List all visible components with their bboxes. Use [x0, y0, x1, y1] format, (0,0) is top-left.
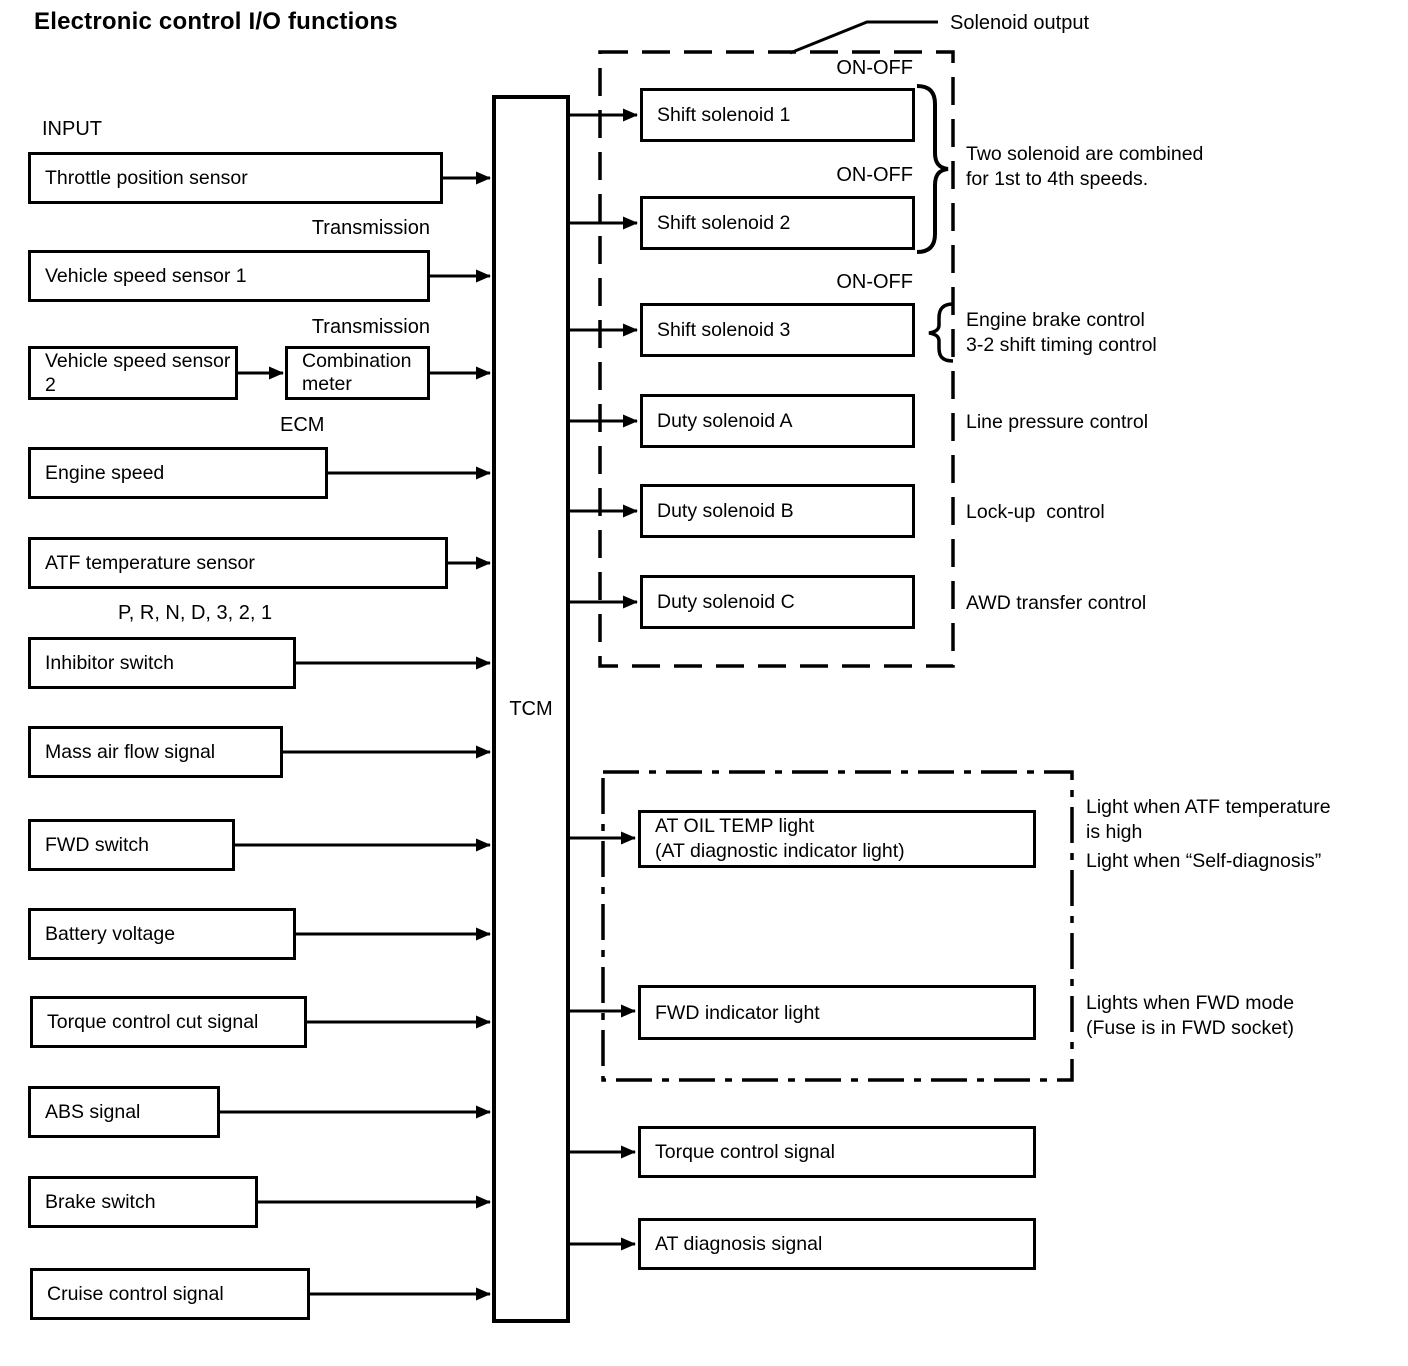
- page-title: Electronic control I/O functions: [34, 8, 398, 35]
- input-box-battery-voltage: Battery voltage: [28, 908, 296, 960]
- input-box-engine-speed: Engine speed: [28, 447, 328, 499]
- tcm-label: TCM: [509, 697, 553, 720]
- output-box-fwd-indicator-light: FWD indicator light: [638, 985, 1036, 1040]
- input-box-throttle-position-sensor: Throttle position sensor: [28, 152, 443, 204]
- input-box-fwd-switch: FWD switch: [28, 819, 235, 871]
- output-box-duty-solenoid-c: Duty solenoid C: [640, 575, 915, 629]
- fwd-indicator-light-line1: FWD indicator light: [655, 1001, 820, 1024]
- output-box-shift-solenoid-3: Shift solenoid 3: [640, 303, 915, 357]
- annotation-engine-brake: Engine brake control 3-2 shift timing co…: [966, 308, 1157, 358]
- annotation-two-solenoid: Two solenoid are combined for 1st to 4th…: [966, 142, 1203, 192]
- annotation-engine-brake-line1: Engine brake control: [966, 309, 1145, 331]
- indicator-lights-group-box: [601, 770, 1074, 1082]
- solenoid-output-group-box: [598, 50, 955, 668]
- input-section-label: INPUT: [42, 118, 102, 140]
- output-box-at-diagnosis-signal: AT diagnosis signal: [638, 1218, 1036, 1270]
- annotation-lock-up: Lock-up control: [966, 500, 1105, 525]
- input-box-abs-signal: ABS signal: [28, 1086, 220, 1138]
- output-box-duty-solenoid-a: Duty solenoid A: [640, 394, 915, 448]
- annotation-atf-light: Light when ATF temperature is high: [1086, 795, 1331, 845]
- annotation-engine-brake-line2: 3-2 shift timing control: [966, 334, 1157, 356]
- annotation-two-solenoid-line1: Two solenoid are combined: [966, 143, 1204, 165]
- annotation-lock-up-text: Lock-up control: [966, 501, 1105, 523]
- input-box-inhibitor-switch: Inhibitor switch: [28, 637, 296, 689]
- input-box-atf-temperature-sensor: ATF temperature sensor: [28, 537, 448, 589]
- at-oil-temp-light-line2: (AT diagnostic indicator light): [655, 840, 905, 862]
- solenoid-output-callout-line: [789, 20, 938, 55]
- annotation-two-solenoid-line2: for 1st to 4th speeds.: [966, 168, 1149, 190]
- tag-ecm: ECM: [280, 414, 325, 436]
- tag-on-off-3: ON-OFF: [836, 271, 913, 293]
- at-oil-temp-light-line1: AT OIL TEMP light: [655, 815, 815, 837]
- annotation-line-pressure-text: Line pressure control: [966, 411, 1149, 433]
- tcm-box: TCM: [492, 95, 570, 1323]
- input-box-torque-control-cut-signal: Torque control cut signal: [30, 996, 307, 1048]
- annotation-fwd-mode-line2: (Fuse is in FWD socket): [1086, 1017, 1295, 1039]
- solenoid-output-label: Solenoid output: [950, 12, 1090, 34]
- tag-on-off-2: ON-OFF: [836, 164, 913, 186]
- annotation-awd-transfer-text: AWD transfer control: [966, 592, 1147, 614]
- input-box-vehicle-speed-sensor-2: Vehicle speed sensor 2: [28, 346, 238, 400]
- annotation-fwd-mode-line1: Lights when FWD mode: [1086, 992, 1295, 1014]
- tag-transmission-meter: Transmission: [311, 316, 430, 338]
- tag-on-off-1: ON-OFF: [836, 57, 913, 79]
- output-box-shift-solenoid-1: Shift solenoid 1: [640, 88, 915, 142]
- output-box-torque-control-signal: Torque control signal: [638, 1126, 1036, 1178]
- input-box-mass-air-flow-signal: Mass air flow signal: [28, 726, 283, 778]
- annotation-fwd-mode: Lights when FWD mode (Fuse is in FWD soc…: [1086, 991, 1294, 1041]
- input-box-brake-switch: Brake switch: [28, 1176, 258, 1228]
- annotation-awd-transfer: AWD transfer control: [966, 591, 1146, 616]
- tag-gear-positions: P, R, N, D, 3, 2, 1: [118, 602, 273, 624]
- output-arrows: [570, 108, 638, 1251]
- annotation-atf-light-line1: Light when ATF temperature: [1086, 796, 1331, 818]
- input-box-cruise-control-signal: Cruise control signal: [30, 1268, 310, 1320]
- output-box-shift-solenoid-2: Shift solenoid 2: [640, 196, 915, 250]
- output-box-duty-solenoid-b: Duty solenoid B: [640, 484, 915, 538]
- annotation-self-diagnosis: Light when “Self-diagnosis”: [1086, 849, 1321, 874]
- brace-shift-solenoid-1-2: [916, 84, 949, 254]
- annotation-self-diagnosis-text: Light when “Self-diagnosis”: [1086, 850, 1322, 872]
- annotation-atf-light-line2: is high: [1086, 821, 1143, 843]
- input-box-vehicle-speed-sensor-1: Vehicle speed sensor 1: [28, 250, 430, 302]
- input-arrows: [220, 171, 491, 1301]
- combination-meter-box: Combination meter: [285, 346, 430, 400]
- brace-shift-solenoid-3: [928, 302, 954, 363]
- annotation-line-pressure: Line pressure control: [966, 410, 1148, 435]
- output-box-at-oil-temp-light: AT OIL TEMP light (AT diagnostic indicat…: [638, 810, 1036, 868]
- tag-transmission-vss1: Transmission: [311, 217, 430, 239]
